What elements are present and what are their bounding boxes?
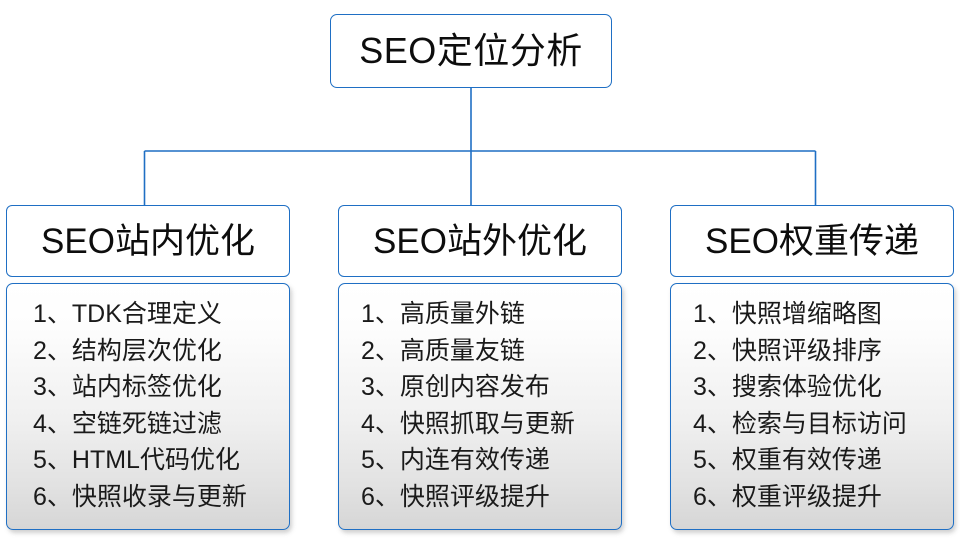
list-item: 1、高质量外链 — [361, 300, 525, 328]
list-item: 5、内连有效传递 — [361, 446, 550, 474]
root-node-title: SEO定位分析 — [359, 30, 583, 71]
list-item: 6、快照收录与更新 — [33, 482, 247, 511]
column-header-3-title: SEO权重传递 — [705, 221, 919, 261]
list-item: 4、空链死链过滤 — [33, 409, 222, 438]
list-item: 2、结构层次优化 — [33, 336, 222, 365]
column-header-2[interactable]: SEO站外优化 — [338, 205, 622, 277]
column-2-list: 1、高质量外链 2、高质量友链 3、原创内容发布 4、快照抓取与更新 5、内连有… — [339, 296, 621, 515]
list-item: 3、搜索体验优化 — [693, 373, 882, 401]
list-item: 5、权重有效传递 — [693, 446, 882, 474]
column-3-list: 1、快照增缩略图 2、快照评级排序 3、搜索体验优化 4、检索与目标访问 5、权… — [671, 296, 953, 515]
column-1-list: 1、TDK合理定义 2、结构层次优化 3、站内标签优化 4、空链死链过滤 5、H… — [7, 296, 289, 515]
column-seo-offsite: SEO站外优化 1、高质量外链 2、高质量友链 3、原创内容发布 4、快照抓取与… — [338, 205, 622, 530]
list-item: 4、检索与目标访问 — [693, 409, 907, 438]
list-item: 1、TDK合理定义 — [33, 300, 222, 328]
list-item: 6、权重评级提升 — [693, 482, 882, 511]
list-item: 3、站内标签优化 — [33, 373, 222, 401]
column-header-1[interactable]: SEO站内优化 — [6, 205, 290, 277]
column-header-2-title: SEO站外优化 — [373, 221, 587, 261]
column-seo-weight-transfer: SEO权重传递 1、快照增缩略图 2、快照评级排序 3、搜索体验优化 4、检索与… — [670, 205, 954, 530]
list-item: 2、高质量友链 — [361, 336, 525, 365]
column-body-2: 1、高质量外链 2、高质量友链 3、原创内容发布 4、快照抓取与更新 5、内连有… — [338, 283, 622, 530]
root-node[interactable]: SEO定位分析 — [330, 14, 612, 88]
list-item: 2、快照评级排序 — [693, 336, 882, 365]
column-header-3[interactable]: SEO权重传递 — [670, 205, 954, 277]
list-item: 6、快照评级提升 — [361, 482, 550, 511]
list-item: 3、原创内容发布 — [361, 373, 550, 401]
list-item: 1、快照增缩略图 — [693, 300, 882, 328]
list-item: 5、HTML代码优化 — [33, 446, 240, 474]
list-item: 4、快照抓取与更新 — [361, 409, 575, 438]
column-seo-onsite: SEO站内优化 1、TDK合理定义 2、结构层次优化 3、站内标签优化 4、空链… — [6, 205, 290, 530]
column-header-1-title: SEO站内优化 — [41, 221, 255, 261]
column-body-3: 1、快照增缩略图 2、快照评级排序 3、搜索体验优化 4、检索与目标访问 5、权… — [670, 283, 954, 530]
column-body-1: 1、TDK合理定义 2、结构层次优化 3、站内标签优化 4、空链死链过滤 5、H… — [6, 283, 290, 530]
column-group: SEO站内优化 1、TDK合理定义 2、结构层次优化 3、站内标签优化 4、空链… — [0, 205, 960, 530]
